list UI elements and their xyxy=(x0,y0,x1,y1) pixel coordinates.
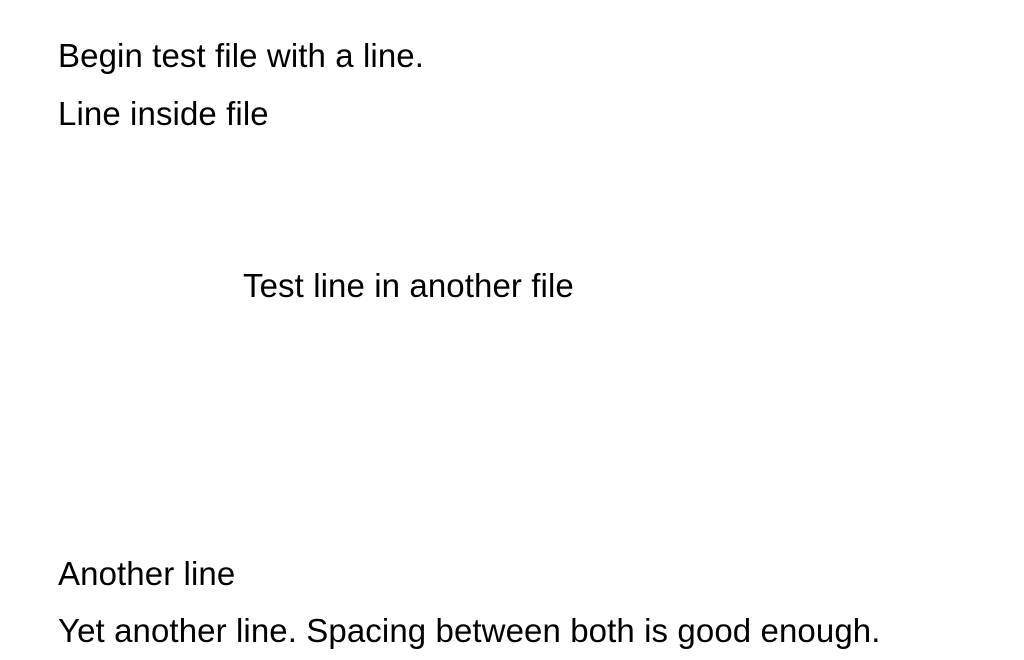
text-line: Test line in another file xyxy=(243,267,574,304)
text-line: Another line xyxy=(58,554,236,592)
blank-line xyxy=(58,200,1024,258)
blank-line xyxy=(58,315,1024,373)
blank-line xyxy=(58,430,1024,488)
blank-line xyxy=(58,142,1024,200)
text-line: Line inside file xyxy=(58,94,269,132)
text-line: Yet another line. Spacing between both i… xyxy=(58,612,881,649)
text-line: Begin test file with a line. xyxy=(58,37,424,74)
blank-line xyxy=(58,372,1024,430)
blank-line xyxy=(58,487,1024,545)
